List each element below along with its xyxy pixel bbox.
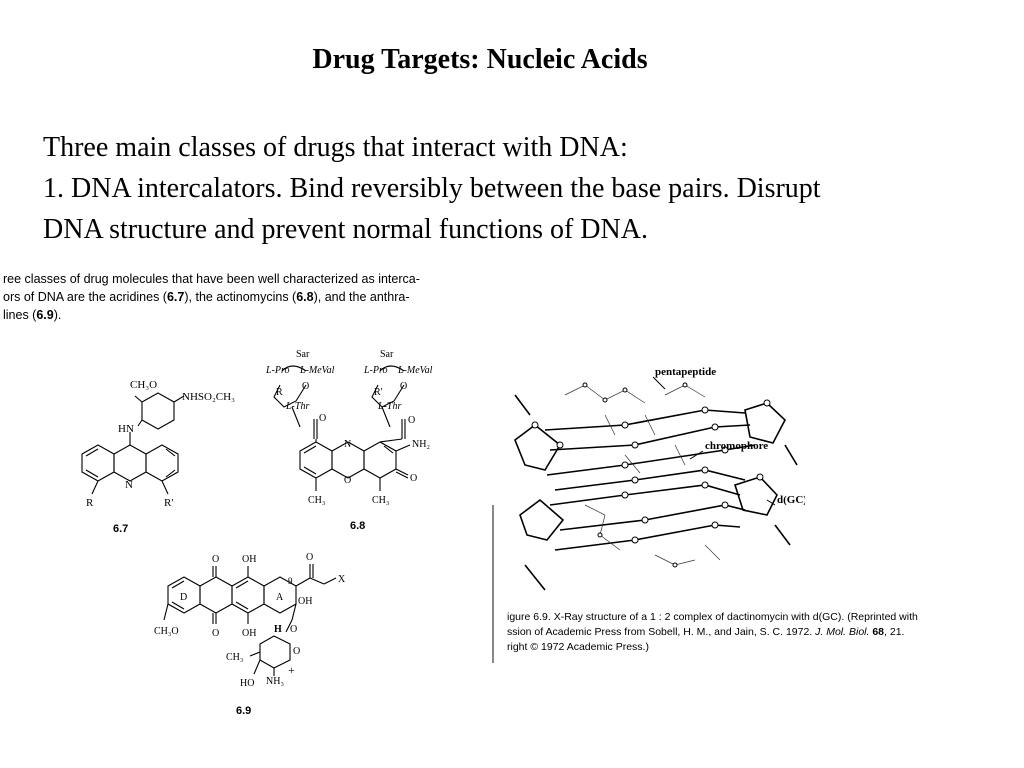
structure-6-8-lthr-right: L-Thr (377, 401, 401, 412)
structure-6-8-sar-left: Sar (296, 349, 310, 360)
figure-border (492, 505, 494, 663)
structure-6-7-nitrogen-label: N (125, 479, 133, 491)
structure-6-7-amine-label: HN (118, 423, 134, 435)
excerpt-line-1: ree classes of drug molecules that have … (3, 272, 420, 286)
excerpt-text: ), and the anthra- (313, 290, 410, 304)
xray-structure-drawing: pentapeptide chromophore d(GC) (514, 366, 807, 591)
structure-6-7-sulfonamide-label: NHSO₂CH₃ (182, 391, 235, 403)
point-1-line-1: 1. DNA intercalators. Bind reversibly be… (43, 173, 821, 204)
structure-6-9-sugar-o: O (293, 646, 300, 657)
structure-6-7-number: 6.7 (113, 523, 128, 535)
structure-6-9-oh-c9: OH (298, 596, 312, 607)
excerpt-ref: 6.9 (36, 308, 54, 322)
structure-6-8-carbonyl-right: O (408, 415, 415, 426)
structure-6-8-sar-right: Sar (380, 349, 394, 360)
structure-6-7-r-label: R (86, 497, 94, 509)
textbook-excerpt: ree classes of drug molecules that have … (3, 270, 523, 324)
structure-6-8: Sar Sar L-Pro L-MeVal L-Pro L-MeVal R R'… (262, 343, 452, 535)
xray-structure-figure: pentapeptide chromophore d(GC) (505, 355, 807, 605)
caption-text: , 21. (884, 626, 905, 638)
point-1-line-2: DNA structure and prevent normal functio… (43, 214, 648, 245)
structure-6-9-ketone-o: O (306, 552, 313, 563)
structure-6-9-glycosidic-o: O (290, 624, 297, 635)
structure-6-8-lmeval-right: L-MeVal (397, 365, 433, 376)
excerpt-text: lines ( (3, 308, 37, 322)
structure-6-9-ho-label: HO (240, 678, 254, 689)
structure-6-9-nh3-label: NH₃ (266, 676, 284, 687)
structure-6-9-ring-a: A (276, 592, 284, 603)
structure-6-8-lthr-left: L-Thr (285, 401, 309, 412)
structure-6-9-charge: + (288, 663, 295, 677)
figure-caption: igure 6.9. X-Ray structure of a 1 : 2 co… (507, 610, 1007, 655)
structure-6-8-ch3-right: CH₃ (372, 495, 389, 506)
structure-6-8-ring-o: O (344, 475, 351, 486)
structure-6-9-number: 6.9 (236, 705, 251, 717)
structure-6-7-drawing: CH₃O NHSO₂CH₃ HN N R R' 6.7 (81, 379, 235, 535)
structure-6-9-ch3-label: CH₃ (226, 652, 243, 663)
structure-6-8-r-label: R (276, 387, 283, 398)
excerpt-ref: 6.8 (296, 290, 314, 304)
excerpt-line-2: ors of DNA are the acridines (6.7), the … (3, 288, 523, 306)
excerpt-text: ), the actinomycins ( (184, 290, 297, 304)
structure-6-7: CH₃O NHSO₂CH₃ HN N R R' 6.7 (60, 379, 260, 535)
label-pentapeptide: pentapeptide (655, 366, 716, 378)
slide-title: Drug Targets: Nucleic Acids (312, 44, 648, 75)
excerpt-line-3: lines (6.9). (3, 306, 523, 324)
structure-6-9-ring-d: D (180, 592, 187, 603)
label-chromophore: chromophore (705, 440, 768, 452)
structure-6-8-lpro-left: L-Pro (265, 365, 290, 376)
intro-line: Three main classes of drugs that interac… (43, 132, 628, 163)
caption-line-3: right © 1972 Academic Press.) (507, 641, 649, 653)
structure-6-9-oh-bottom: OH (242, 628, 256, 639)
slide-body: Three main classes of drugs that interac… (43, 127, 1018, 250)
structure-6-7-methoxy-label: CH₃O (130, 380, 157, 391)
structure-6-8-ch3-left: CH₃ (308, 495, 325, 506)
structure-6-9-h-label: H (274, 624, 282, 635)
structure-6-9-x-label: X (338, 574, 346, 585)
caption-text: ssion of Academic Press from Sobell, H. … (507, 626, 816, 638)
structure-6-9-position-9: 9 (288, 576, 293, 586)
structure-6-9-oh-top: OH (242, 554, 256, 565)
excerpt-ref: 6.7 (166, 290, 185, 304)
structure-6-8-number: 6.8 (350, 520, 365, 532)
structure-6-8-drawing: Sar Sar L-Pro L-MeVal L-Pro L-MeVal R R'… (265, 349, 433, 532)
structure-6-9-drawing: O OH O X 9 OH D A O OH H O CH₃O O CH₃ HO… (154, 552, 346, 717)
caption-line-1: igure 6.9. X-Ray structure of a 1 : 2 co… (507, 611, 918, 623)
caption-journal: J. Mol. Biol. (815, 626, 870, 638)
structure-6-8-quinone-o: O (410, 473, 417, 484)
structure-6-8-lpro-right: L-Pro (363, 365, 388, 376)
structure-6-9-quinone-o-bottom: O (212, 628, 219, 639)
structure-6-8-o-left: O (302, 381, 309, 392)
structure-6-8-n-label: N (344, 439, 351, 450)
label-dgc: d(GC) (777, 494, 805, 506)
excerpt-text: ors of DNA are the acridines ( (3, 290, 167, 304)
structure-6-8-o-right: O (400, 381, 407, 392)
structure-6-9-quinone-o-top: O (212, 554, 219, 565)
caption-line-2: ssion of Academic Press from Sobell, H. … (507, 625, 1007, 640)
caption-volume: 68 (869, 626, 885, 638)
structure-6-8-lmeval-left: L-MeVal (299, 365, 335, 376)
excerpt-text: ). (53, 308, 62, 322)
structure-6-8-rprime-label: R' (374, 387, 383, 398)
structure-6-8-nh2-label: NH₂ (412, 439, 430, 450)
structure-6-7-rprime-label: R' (164, 497, 173, 509)
structure-6-9: O OH O X 9 OH D A O OH H O CH₃O O CH₃ HO… (150, 548, 370, 720)
structure-6-9-methoxy-label: CH₃O (154, 626, 179, 637)
structure-6-8-carbonyl-left: O (319, 413, 326, 424)
